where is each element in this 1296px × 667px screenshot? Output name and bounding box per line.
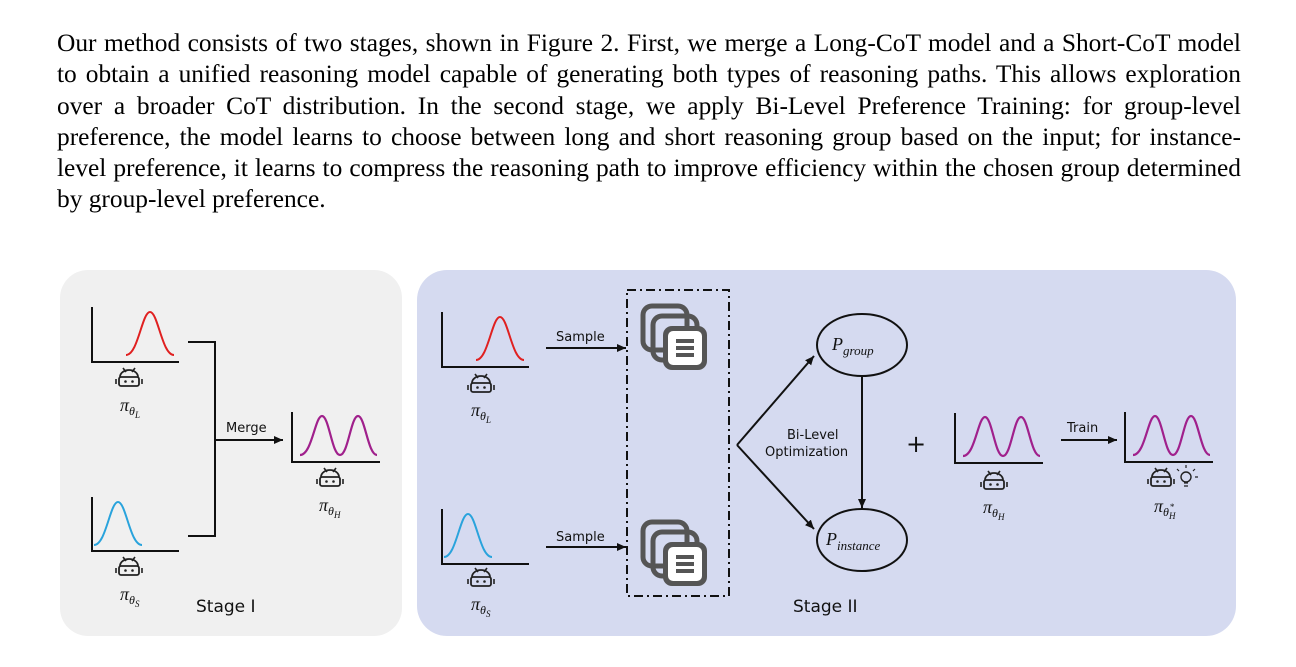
stage1-long-distribution — [91, 307, 179, 363]
stage1-label: Stage I — [196, 597, 256, 617]
train-label: Train — [1066, 421, 1098, 436]
stage1-short-label: πθS — [120, 584, 140, 609]
plus-sign: + — [906, 430, 926, 458]
stage1-hybrid-label: πθH — [319, 495, 341, 520]
stage2-trained-label: πθH* — [1154, 496, 1176, 521]
short-curve — [93, 500, 143, 546]
method-paragraph: Our method consists of two stages, shown… — [57, 29, 1241, 214]
lightbulb-icon — [1176, 465, 1198, 487]
stage2-short-distribution — [441, 509, 529, 565]
short-curve — [443, 512, 493, 558]
stage2-long-distribution — [441, 312, 529, 368]
trained-curve — [1132, 414, 1211, 457]
p-instance-label: Pinstance — [825, 529, 881, 553]
stage2-long-label: πθL — [471, 400, 491, 425]
stage1-hybrid-distribution — [291, 412, 380, 463]
long-curve — [475, 315, 525, 361]
p-group-node — [816, 313, 908, 377]
stage1-long-label: πθL — [120, 395, 140, 420]
long-curve — [125, 310, 175, 356]
sample-label-bottom: Sample — [556, 530, 605, 545]
stage1-panel — [60, 270, 402, 636]
p-group-label: Pgroup — [831, 334, 874, 358]
bilevel-label-line1: Bi-Level — [787, 428, 839, 443]
stage2-label: Stage II — [793, 597, 858, 617]
stage2-hybrid-distribution — [954, 413, 1043, 464]
stage1-short-distribution — [91, 497, 179, 552]
sample-label-top: Sample — [556, 330, 605, 345]
p-instance-node — [816, 508, 908, 572]
hybrid-curve — [962, 415, 1041, 458]
merge-label: Merge — [226, 421, 267, 436]
sample-box — [626, 289, 730, 597]
stage2-short-label: πθS — [471, 594, 491, 619]
bilevel-label-line2: Optimization — [765, 445, 848, 460]
hybrid-curve — [299, 414, 378, 457]
bilevel-arrow-down — [736, 444, 815, 530]
stage2-trained-distribution — [1124, 412, 1213, 463]
bilevel-arrow-up — [736, 355, 815, 446]
stage2-hybrid-label: πθH — [983, 497, 1005, 522]
